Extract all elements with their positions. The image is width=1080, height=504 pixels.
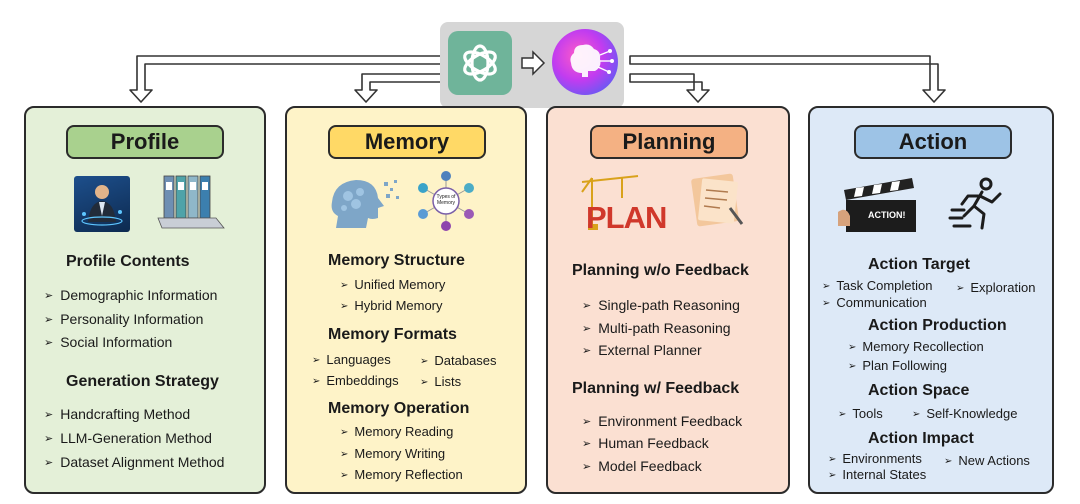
arrow-to-action: [629, 55, 946, 103]
planning-title: Planning: [590, 125, 748, 159]
action-impact-item: Internal States: [828, 467, 926, 482]
brain-circuit-icon: [552, 29, 618, 95]
clapperboard-text: ACTION!: [868, 210, 906, 220]
businessman-icon: [74, 176, 130, 232]
action-target-item: Exploration: [956, 280, 1035, 295]
action-production-item: Memory Recollection: [848, 339, 983, 354]
action-target-item: Task Completion: [822, 278, 932, 293]
arrow-right-icon: [520, 50, 546, 76]
profile-contents-item: Social Information: [44, 334, 172, 350]
planning-without-feedback-item: External Planner: [582, 342, 702, 358]
memory-operation-item: Memory Reading: [340, 424, 453, 439]
action-target-heading: Action Target: [868, 256, 970, 273]
memory-structure-item: Unified Memory: [340, 277, 445, 292]
clapperboard-icon: ACTION!: [838, 176, 922, 234]
planning-with-feedback-item: Human Feedback: [582, 435, 709, 451]
llm-agent-header: [440, 22, 624, 108]
generation-strategy-item: Dataset Alignment Method: [44, 454, 224, 470]
profile-contents-item: Demographic Information: [44, 287, 217, 303]
action-target-item: Communication: [822, 295, 926, 310]
action-space-item: Self-Knowledge: [912, 406, 1017, 421]
memory-formats-heading: Memory Formats: [328, 326, 457, 343]
memory-formats-item: Lists: [420, 374, 461, 389]
generation-strategy-item: Handcrafting Method: [44, 406, 190, 422]
planning-without-feedback-item: Multi-path Reasoning: [582, 320, 730, 336]
memory-formats-item: Databases: [420, 353, 496, 368]
action-space-heading: Action Space: [868, 382, 970, 399]
action-production-item: Plan Following: [848, 358, 947, 373]
memory-structure-item: Hybrid Memory: [340, 298, 442, 313]
action-space-item: Tools: [838, 406, 882, 421]
action-impact-item: New Actions: [944, 453, 1030, 468]
planning-with-feedback-item: Model Feedback: [582, 458, 702, 474]
profile-title: Profile: [66, 125, 224, 159]
memory-title: Memory: [328, 125, 486, 159]
openai-logo-icon: [448, 31, 512, 95]
plan-crane-text: PLAN: [586, 200, 667, 235]
action-impact-heading: Action Impact: [868, 430, 974, 447]
generation-strategy-item: LLM-Generation Method: [44, 430, 212, 446]
memory-operation-item: Memory Reflection: [340, 467, 462, 482]
action-title: Action: [854, 125, 1012, 159]
arrow-to-profile: [129, 55, 443, 103]
memory-types-icon: Types of Memory: [415, 170, 477, 232]
action-impact-item: Environments: [828, 451, 921, 466]
generation-strategy-heading: Generation Strategy: [66, 373, 219, 390]
planning-without-feedback-heading: Planning w/o Feedback: [572, 262, 749, 279]
memory-types-label: Types of Memory: [436, 194, 456, 206]
planning-without-feedback-item: Single-path Reasoning: [582, 297, 740, 313]
binders-laptop-icon: [156, 172, 226, 234]
memory-operation-heading: Memory Operation: [328, 400, 470, 417]
arrow-to-planning: [629, 73, 710, 103]
checklist-icon: [690, 172, 746, 230]
memory-formats-item: Embeddings: [312, 373, 398, 388]
head-gears-icon: [326, 172, 404, 234]
profile-contents-heading: Profile Contents: [66, 253, 190, 270]
profile-contents-item: Personality Information: [44, 311, 203, 327]
running-man-icon: [948, 176, 1006, 232]
planning-with-feedback-item: Environment Feedback: [582, 413, 742, 429]
memory-structure-heading: Memory Structure: [328, 252, 465, 269]
memory-formats-item: Languages: [312, 352, 390, 367]
arrow-to-memory: [354, 73, 443, 103]
planning-with-feedback-heading: Planning w/ Feedback: [572, 380, 740, 397]
memory-operation-item: Memory Writing: [340, 446, 445, 461]
action-production-heading: Action Production: [868, 317, 1007, 334]
plan-crane-icon: PLAN: [578, 172, 674, 235]
